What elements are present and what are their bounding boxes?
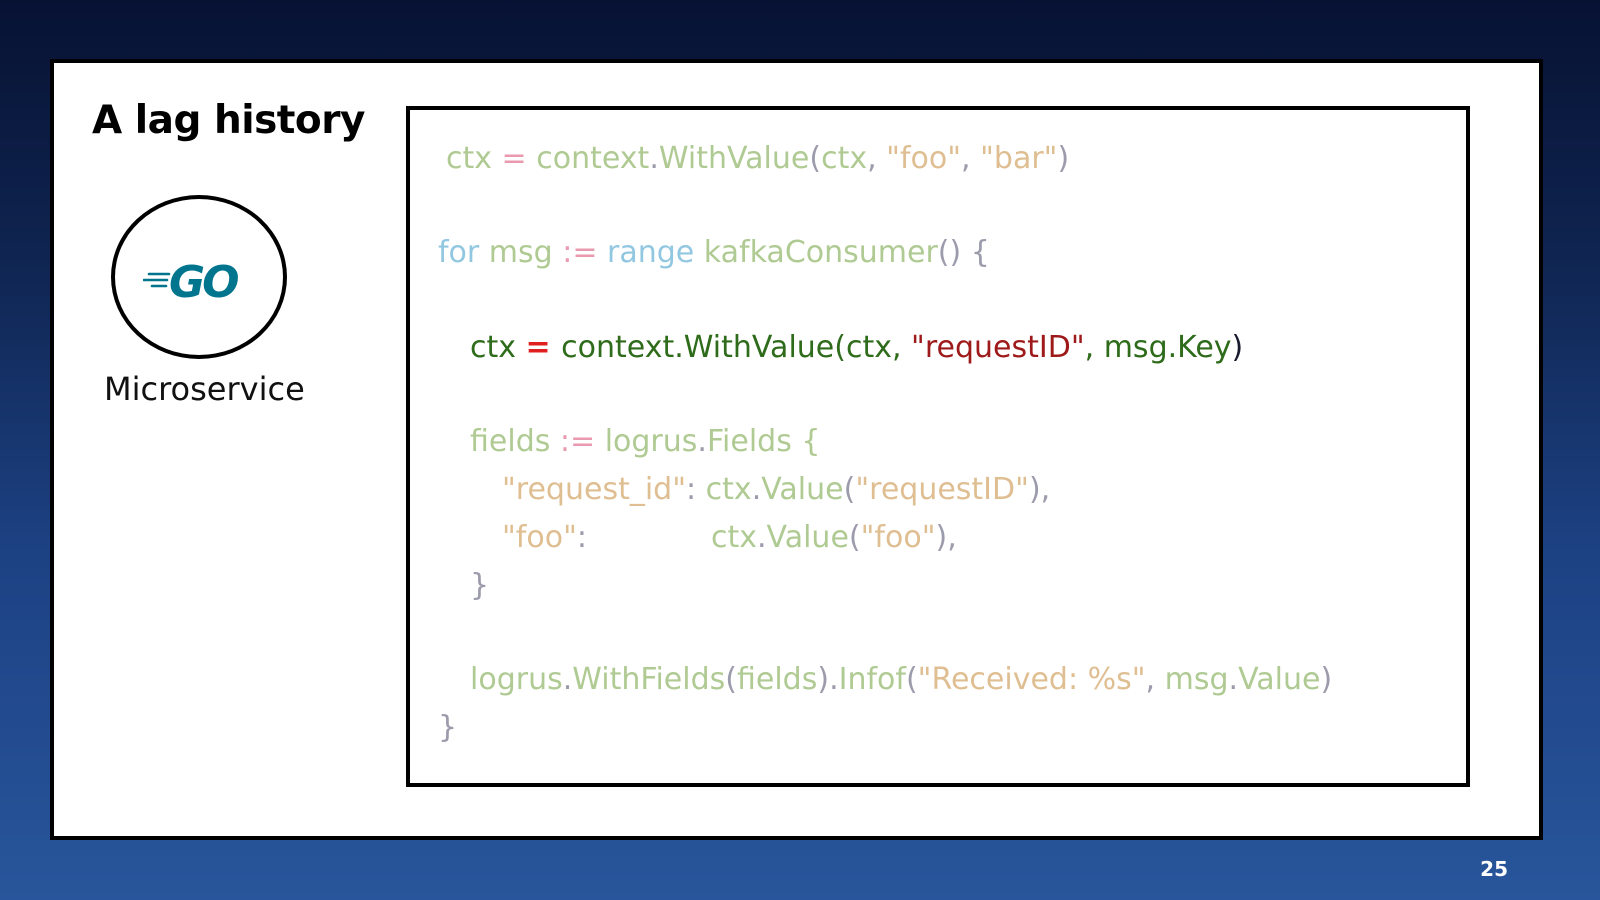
code-token: logrus xyxy=(470,662,563,697)
code-snippet-box: ctx = context.WithValue(ctx, "foo", "bar… xyxy=(406,106,1470,787)
code-token: context xyxy=(536,141,650,176)
code-token: "requestID" xyxy=(855,472,1029,507)
go-logo-icon: GO xyxy=(143,257,241,307)
code-token: ( xyxy=(843,472,856,507)
code-token: ( xyxy=(725,662,737,697)
slide-title: A lag history xyxy=(92,98,365,143)
code-token: for xyxy=(438,235,489,270)
code-token: : xyxy=(576,520,711,555)
code-token: fields xyxy=(736,662,818,697)
code-token: "Received: %s" xyxy=(917,662,1146,697)
go-logo-wordmark: GO xyxy=(169,257,238,307)
code-token: Value xyxy=(766,520,849,555)
code-token: "requestID" xyxy=(911,330,1085,365)
code-token: ) xyxy=(1057,141,1070,176)
code-token: msg xyxy=(1164,662,1229,697)
code-token: . xyxy=(562,662,573,697)
code-token: , xyxy=(1145,662,1165,697)
code-token: , xyxy=(961,141,981,176)
code-line-8: logrus.WithFields(fields).Infof("Receive… xyxy=(470,660,1332,700)
code-token: ctx xyxy=(710,520,757,555)
code-line-3-highlighted: ctx = context.WithValue(ctx, "requestID"… xyxy=(470,328,1243,368)
code-token: ctx xyxy=(705,472,752,507)
code-token: } xyxy=(470,568,490,603)
code-token: . xyxy=(1228,662,1239,697)
code-line-2: for msg := range kafkaConsumer() { xyxy=(438,233,990,273)
code-token: range xyxy=(607,235,704,270)
code-token: ctx xyxy=(470,330,526,365)
code-token: ( xyxy=(905,662,918,697)
code-token: Value xyxy=(761,472,844,507)
code-token: ) xyxy=(1231,330,1244,365)
code-token: kafkaConsumer xyxy=(703,235,938,270)
code-token: . xyxy=(756,520,767,555)
code-line-1: ctx = context.WithValue(ctx, "foo", "bar… xyxy=(446,139,1069,179)
code-token: ), xyxy=(1028,472,1051,507)
code-token: Value xyxy=(1238,662,1321,697)
code-token: "foo" xyxy=(860,520,936,555)
code-token: := xyxy=(559,424,605,459)
go-logo-circle: GO xyxy=(111,195,287,359)
code-token: . xyxy=(751,472,762,507)
code-token: "foo" xyxy=(886,141,962,176)
code-line-9: } xyxy=(438,708,457,748)
code-token: ( xyxy=(809,141,822,176)
code-token: := xyxy=(562,235,608,270)
code-token: ) xyxy=(1320,662,1333,697)
code-token: = xyxy=(525,330,562,365)
code-token: context.WithValue(ctx, xyxy=(561,330,912,365)
microservice-label: Microservice xyxy=(104,370,305,408)
code-token: } xyxy=(438,710,458,745)
code-token: WithValue xyxy=(658,141,810,176)
code-token: fields xyxy=(470,424,560,459)
code-token: "request_id" xyxy=(502,472,687,507)
code-line-5: "request_id": ctx.Value("requestID"), xyxy=(502,470,1050,510)
code-token: = xyxy=(492,141,537,176)
code-line-4: fields := logrus.Fields { xyxy=(470,422,820,462)
code-token: . xyxy=(697,424,707,459)
code-token: ctx xyxy=(446,141,493,176)
code-token: Infof xyxy=(838,662,906,697)
code-token: ( xyxy=(848,520,861,555)
code-token: "bar" xyxy=(980,141,1058,176)
code-token: WithFields xyxy=(572,662,726,697)
go-logo-speed-lines xyxy=(143,272,171,288)
code-token: : xyxy=(686,472,706,507)
code-token: ). xyxy=(817,662,839,697)
page-number: 25 xyxy=(1480,857,1508,881)
code-token: . xyxy=(649,141,659,176)
code-token: () { xyxy=(937,235,990,270)
code-token: ), xyxy=(935,520,957,555)
code-token: "foo" xyxy=(502,520,577,555)
code-token: logrus xyxy=(604,424,698,459)
code-token: , msg.Key xyxy=(1084,330,1232,365)
code-token: ctx xyxy=(821,141,868,176)
code-token: Fields { xyxy=(706,424,821,459)
code-token: msg xyxy=(488,235,563,270)
code-token: , xyxy=(867,141,887,176)
code-line-6: "foo": ctx.Value("foo"), xyxy=(502,518,957,558)
code-line-7: } xyxy=(470,566,489,606)
